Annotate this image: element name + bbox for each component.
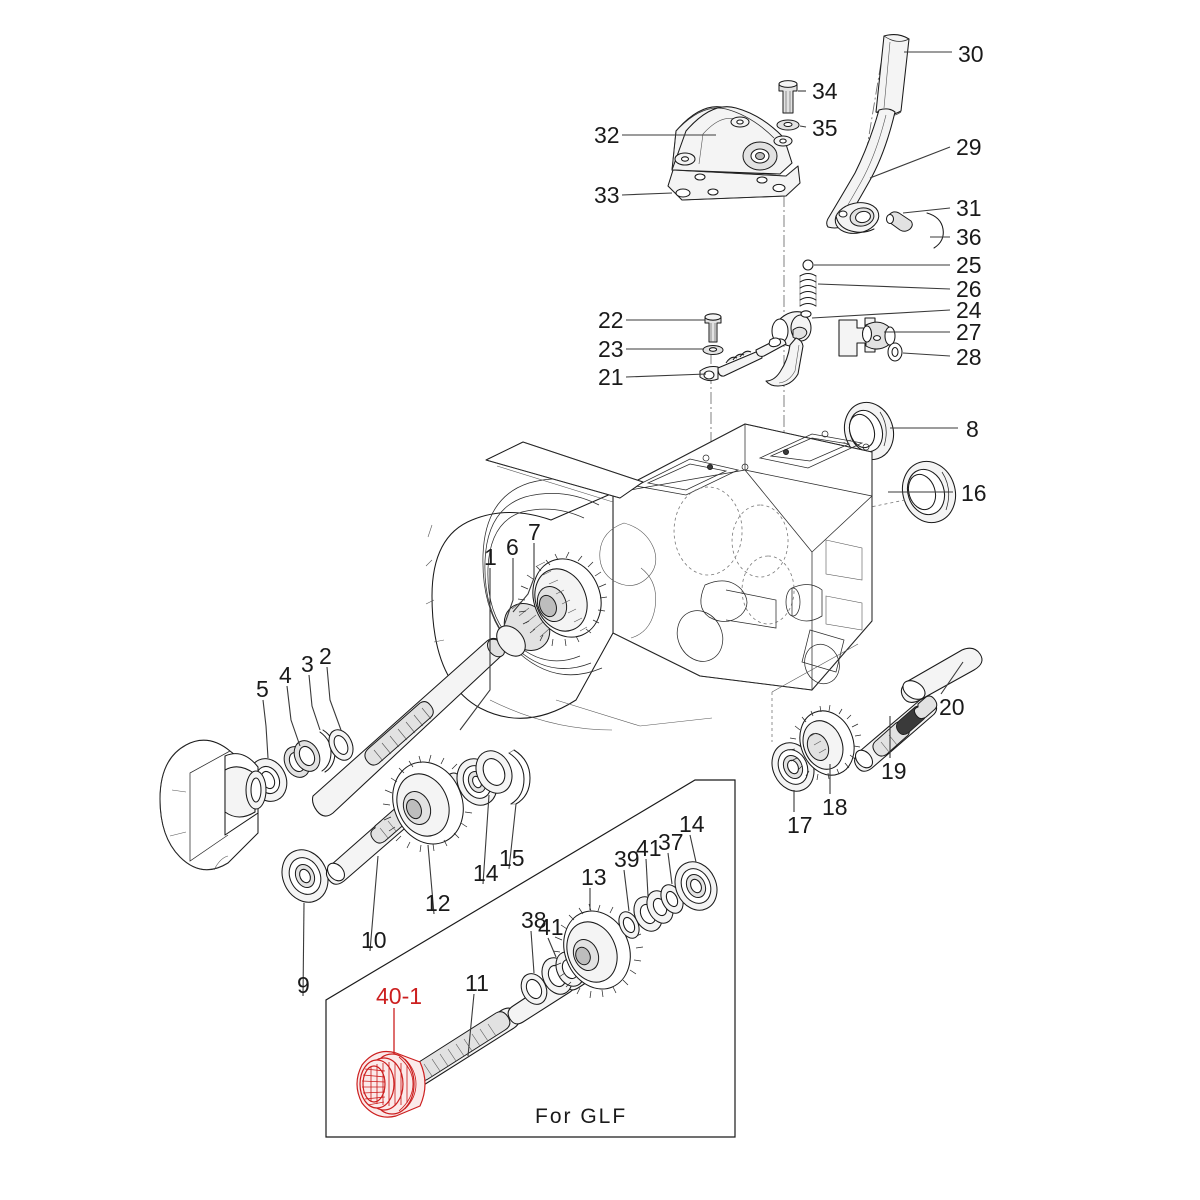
gear-shift-lever xyxy=(826,108,896,234)
washer-38 xyxy=(520,973,548,1005)
callout-30: 30 xyxy=(958,41,984,67)
callout-41b: 41 xyxy=(636,835,662,861)
cover-gasket xyxy=(667,165,801,201)
callout-35: 35 xyxy=(812,115,838,141)
bearing-9 xyxy=(281,849,329,903)
callout-17: 17 xyxy=(787,812,813,838)
callout-6: 6 xyxy=(506,534,519,560)
callout-24: 24 xyxy=(956,297,982,323)
counter-gear-13 xyxy=(552,903,644,999)
callout-16: 16 xyxy=(961,480,987,506)
collar-41a xyxy=(541,951,585,995)
callout-leader-lines xyxy=(262,51,964,1057)
shift-rod xyxy=(699,337,787,382)
cover-washer xyxy=(776,119,800,131)
coupling-sleeve-highlight xyxy=(356,1050,426,1118)
callout-13: 13 xyxy=(581,864,607,890)
callout-14: 14 xyxy=(473,860,499,886)
callout-25: 25 xyxy=(956,252,982,278)
callout-12: 12 xyxy=(425,890,451,916)
callout-28: 28 xyxy=(956,344,982,370)
callout-26: 26 xyxy=(956,276,982,302)
bearing-14-inset xyxy=(674,861,718,911)
inset-caption: For GLF xyxy=(535,1105,627,1128)
callout-5: 5 xyxy=(256,676,269,702)
oil-seal-front xyxy=(843,401,895,461)
callout-19: 19 xyxy=(881,758,907,784)
callout-18: 18 xyxy=(822,794,848,820)
callout-27: 27 xyxy=(956,319,982,345)
callout-4: 4 xyxy=(279,662,292,688)
shift-cover-housing xyxy=(671,106,793,175)
washer-39 xyxy=(618,911,640,939)
callout-38: 38 xyxy=(521,907,547,933)
callout-20: 20 xyxy=(939,694,965,720)
callout-36: 36 xyxy=(956,224,982,250)
callout-labels: 30 34 35 32 29 33 31 36 25 26 24 22 27 2… xyxy=(256,41,987,1009)
snap-ring-15 xyxy=(508,749,531,805)
callout-23: 23 xyxy=(598,336,624,362)
callout-40-1: 40-1 xyxy=(376,983,422,1009)
shift-arm xyxy=(838,317,896,357)
callout-11: 11 xyxy=(465,970,489,996)
inset-box xyxy=(325,779,736,1138)
clutch-housing-flange xyxy=(159,739,267,871)
counter-gear xyxy=(517,551,608,647)
callout-2: 2 xyxy=(319,643,332,669)
bearing-14 xyxy=(456,750,513,806)
lever-pin xyxy=(885,211,913,232)
callout-29: 29 xyxy=(956,134,982,160)
callout-22: 22 xyxy=(598,307,624,333)
transmission-case xyxy=(425,423,873,731)
fork-washer xyxy=(702,345,724,355)
lever-spring-clip xyxy=(926,212,944,249)
pto-shaft-sleeve xyxy=(900,647,983,703)
pto-gear xyxy=(788,704,862,781)
callout-32: 32 xyxy=(594,122,620,148)
callout-39: 39 xyxy=(614,846,640,872)
callout-31: 31 xyxy=(956,195,982,221)
callout-34: 34 xyxy=(812,78,838,104)
callout-8: 8 xyxy=(966,416,979,442)
callout-21: 21 xyxy=(598,364,624,390)
cover-bolt xyxy=(778,80,798,114)
callout-1: 1 xyxy=(484,544,497,570)
callout-3: 3 xyxy=(301,651,314,677)
detent-spring xyxy=(799,272,817,307)
callout-33: 33 xyxy=(594,182,620,208)
fork-bolt xyxy=(704,313,722,343)
shift-fork xyxy=(765,337,804,387)
callout-10: 10 xyxy=(361,927,387,953)
o-ring xyxy=(887,342,903,362)
callout-37: 37 xyxy=(658,829,684,855)
callout-7: 7 xyxy=(528,519,541,545)
callout-15: 15 xyxy=(499,845,525,871)
callout-41a: 41 xyxy=(538,914,564,940)
drive-gear-12 xyxy=(382,754,475,853)
detent-ball xyxy=(802,259,814,271)
gear-shift-knob xyxy=(875,34,910,117)
pto-guide xyxy=(771,643,859,693)
callout-14-inset: 14 xyxy=(679,811,705,837)
pto-shaft xyxy=(854,695,938,772)
callout-9: 9 xyxy=(297,972,310,998)
bearing-front xyxy=(283,740,321,778)
snap-ring-front xyxy=(328,729,354,761)
